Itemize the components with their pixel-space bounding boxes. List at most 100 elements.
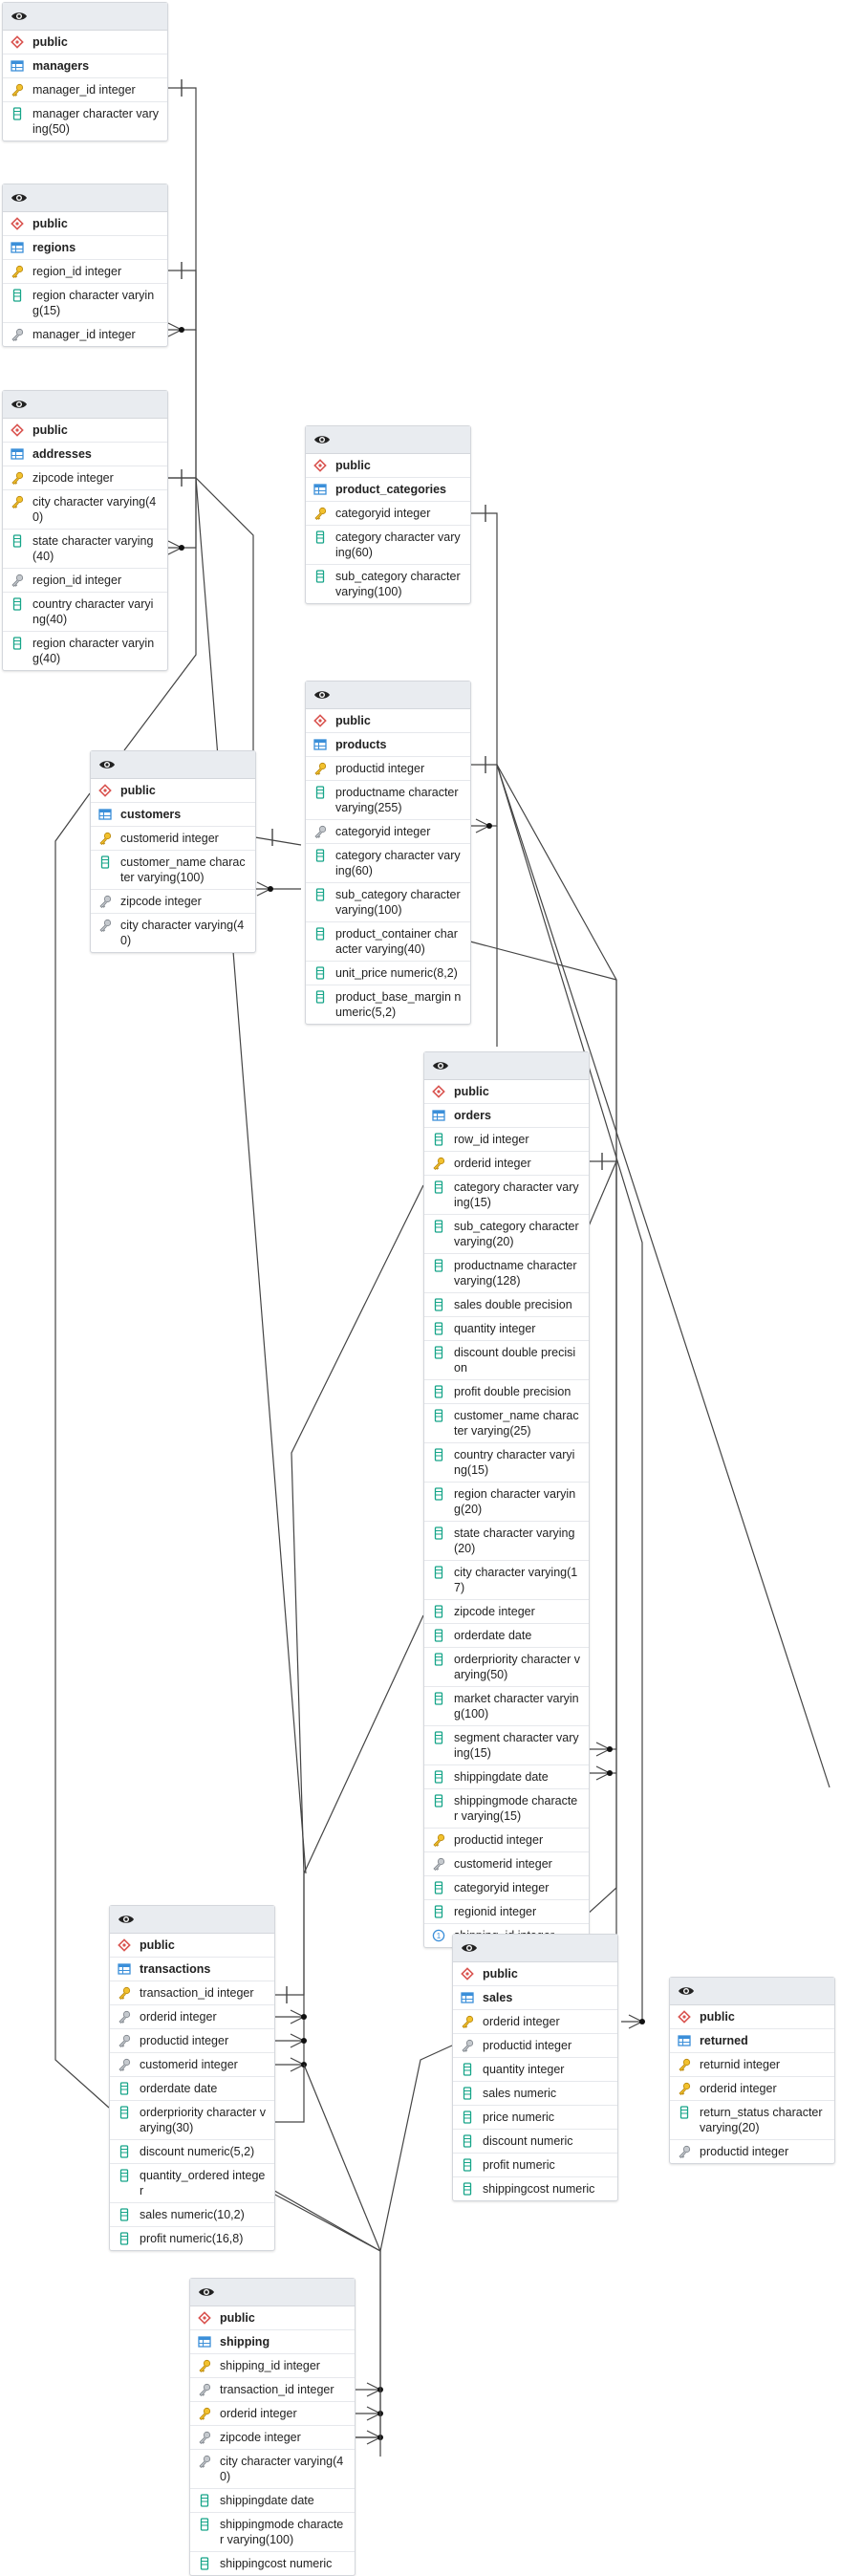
eye-icon[interactable]	[118, 1912, 135, 1927]
column-row[interactable]: unit_price numeric(8,2)	[306, 962, 470, 985]
table-name[interactable]: regions	[3, 236, 167, 260]
table-name[interactable]: returned	[670, 2029, 834, 2053]
column-row[interactable]: shippingmode character varying(15)	[424, 1789, 589, 1829]
column-row[interactable]: category character varying(60)	[306, 526, 470, 565]
column-row[interactable]: shippingdate date	[424, 1765, 589, 1789]
column-row[interactable]: category character varying(60)	[306, 844, 470, 883]
eye-icon[interactable]	[11, 190, 28, 206]
column-row[interactable]: orderpriority character varying(30)	[110, 2101, 274, 2140]
eye-icon[interactable]	[11, 397, 28, 412]
column-row[interactable]: region character varying(20)	[424, 1483, 589, 1522]
column-row[interactable]: productid integer	[306, 757, 470, 781]
column-row[interactable]: transaction_id integer	[110, 1981, 274, 2005]
eye-icon[interactable]	[461, 1940, 478, 1956]
schema-name[interactable]: public	[306, 709, 470, 733]
column-row[interactable]: manager character varying(50)	[3, 102, 167, 141]
column-row[interactable]: profit double precision	[424, 1380, 589, 1404]
column-row[interactable]: zipcode integer	[190, 2426, 355, 2450]
table-name[interactable]: sales	[453, 1986, 617, 2010]
table-name[interactable]: addresses	[3, 443, 167, 466]
column-row[interactable]: orderpriority character varying(50)	[424, 1648, 589, 1687]
column-row[interactable]: product_container character varying(40)	[306, 922, 470, 962]
column-row[interactable]: city character varying(40)	[91, 914, 255, 952]
schema-name[interactable]: public	[453, 1962, 617, 1986]
column-row[interactable]: state character varying(20)	[424, 1522, 589, 1561]
table-name[interactable]: customers	[91, 803, 255, 827]
column-row[interactable]: shippingcost numeric	[453, 2177, 617, 2200]
column-row[interactable]: product_base_margin numeric(5,2)	[306, 985, 470, 1024]
column-row[interactable]: customerid integer	[91, 827, 255, 851]
table-name[interactable]: managers	[3, 54, 167, 78]
eye-icon[interactable]	[11, 9, 28, 24]
column-row[interactable]: orderdate date	[110, 2077, 274, 2101]
column-row[interactable]: productid integer	[424, 1829, 589, 1852]
column-row[interactable]: productid integer	[110, 2029, 274, 2053]
column-row[interactable]: shipping_id integer	[190, 2354, 355, 2378]
table-name[interactable]: orders	[424, 1104, 589, 1128]
column-row[interactable]: shippingcost numeric	[190, 2552, 355, 2575]
table-name[interactable]: transactions	[110, 1958, 274, 1981]
column-row[interactable]: orderid integer	[110, 2005, 274, 2029]
table-name[interactable]: products	[306, 733, 470, 757]
schema-name[interactable]: public	[670, 2005, 834, 2029]
schema-name[interactable]: public	[190, 2306, 355, 2330]
column-row[interactable]: orderid integer	[670, 2077, 834, 2101]
column-row[interactable]: segment character varying(15)	[424, 1726, 589, 1765]
column-row[interactable]: orderid integer	[424, 1152, 589, 1176]
eye-icon[interactable]	[678, 1983, 695, 1999]
column-row[interactable]: sub_category character varying(100)	[306, 565, 470, 603]
column-row[interactable]: customer_name character varying(25)	[424, 1404, 589, 1443]
table-name[interactable]: shipping	[190, 2330, 355, 2354]
eye-icon[interactable]	[198, 2284, 215, 2300]
column-row[interactable]: city character varying(40)	[190, 2450, 355, 2489]
eye-icon[interactable]	[313, 432, 331, 447]
column-row[interactable]: productid integer	[453, 2034, 617, 2058]
column-row[interactable]: region character varying(15)	[3, 284, 167, 323]
column-row[interactable]: productid integer	[670, 2140, 834, 2163]
column-row[interactable]: zipcode integer	[424, 1600, 589, 1624]
column-row[interactable]: categoryid integer	[306, 502, 470, 526]
column-row[interactable]: sales double precision	[424, 1293, 589, 1317]
column-row[interactable]: quantity integer	[424, 1317, 589, 1341]
eye-icon[interactable]	[98, 757, 116, 772]
eye-icon[interactable]	[432, 1058, 449, 1073]
column-row[interactable]: region character varying(40)	[3, 632, 167, 670]
column-row[interactable]: country character varying(15)	[424, 1443, 589, 1483]
column-row[interactable]: sales numeric(10,2)	[110, 2203, 274, 2227]
column-row[interactable]: sales numeric	[453, 2082, 617, 2106]
column-row[interactable]: customerid integer	[110, 2053, 274, 2077]
table-name[interactable]: product_categories	[306, 478, 470, 502]
schema-name[interactable]: public	[306, 454, 470, 478]
column-row[interactable]: state character varying(40)	[3, 530, 167, 569]
column-row[interactable]: sub_category character varying(100)	[306, 883, 470, 922]
schema-name[interactable]: public	[3, 31, 167, 54]
column-row[interactable]: discount numeric	[453, 2130, 617, 2154]
column-row[interactable]: regionid integer	[424, 1900, 589, 1924]
schema-name[interactable]: public	[3, 419, 167, 443]
schema-name[interactable]: public	[424, 1080, 589, 1104]
schema-name[interactable]: public	[91, 779, 255, 803]
column-row[interactable]: zipcode integer	[91, 890, 255, 914]
column-row[interactable]: shippingmode character varying(100)	[190, 2513, 355, 2552]
column-row[interactable]: manager_id integer	[3, 78, 167, 102]
column-row[interactable]: discount double precision	[424, 1341, 589, 1380]
column-row[interactable]: productname character varying(255)	[306, 781, 470, 820]
column-row[interactable]: market character varying(100)	[424, 1687, 589, 1726]
column-row[interactable]: country character varying(40)	[3, 593, 167, 632]
column-row[interactable]: quantity_ordered integer	[110, 2164, 274, 2203]
column-row[interactable]: profit numeric	[453, 2154, 617, 2177]
column-row[interactable]: shippingdate date	[190, 2489, 355, 2513]
column-row[interactable]: price numeric	[453, 2106, 617, 2130]
column-row[interactable]: customer_name character varying(100)	[91, 851, 255, 890]
column-row[interactable]: zipcode integer	[3, 466, 167, 490]
column-row[interactable]: transaction_id integer	[190, 2378, 355, 2402]
column-row[interactable]: quantity integer	[453, 2058, 617, 2082]
